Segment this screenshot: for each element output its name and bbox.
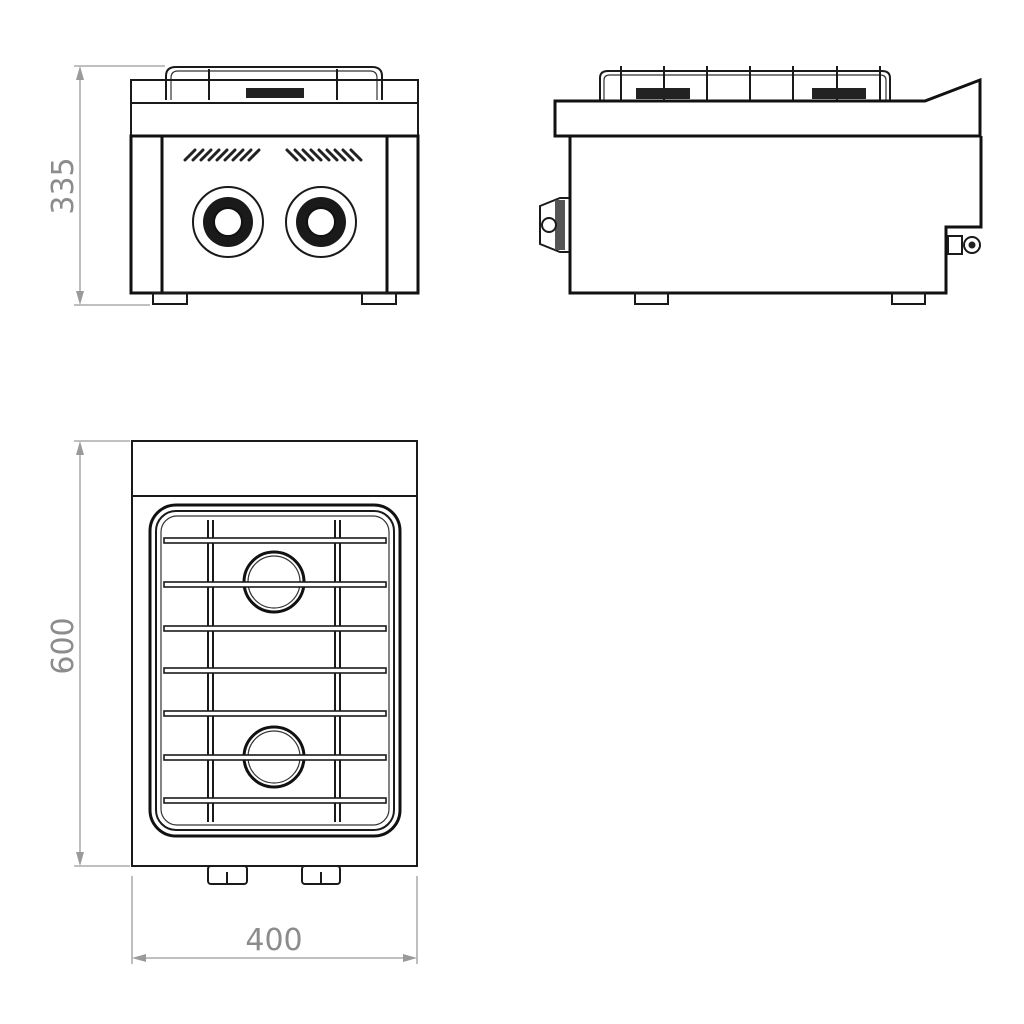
side-top-plate: [553, 77, 982, 138]
side-burner: [636, 88, 690, 99]
front-body: [129, 134, 420, 295]
front-view: [129, 66, 420, 305]
grate-horizontal-bars: [163, 537, 387, 804]
top-view: [131, 440, 418, 885]
vent-slots: [183, 148, 363, 162]
dimension-width: 400: [131, 876, 418, 964]
side-grate: [599, 70, 891, 100]
side-body: [568, 136, 983, 295]
side-view: [539, 66, 983, 305]
depth-label: 600: [46, 617, 81, 674]
side-leg: [634, 292, 669, 305]
front-leg: [361, 292, 397, 305]
dimension-depth: 600: [46, 440, 130, 867]
front-burner: [246, 88, 304, 98]
height-label: 335: [46, 157, 81, 214]
top-outline: [131, 440, 418, 867]
top-grate-frame: [148, 503, 402, 838]
knob-left: [192, 186, 264, 258]
side-leg: [891, 292, 926, 305]
front-grate: [165, 66, 383, 100]
dimension-height: 335: [46, 65, 165, 306]
knob-right: [285, 186, 357, 258]
width-label: 400: [245, 923, 302, 958]
side-knob: [539, 197, 569, 253]
gas-connector: [947, 235, 981, 255]
side-burner: [812, 88, 866, 99]
front-leg: [152, 292, 188, 305]
